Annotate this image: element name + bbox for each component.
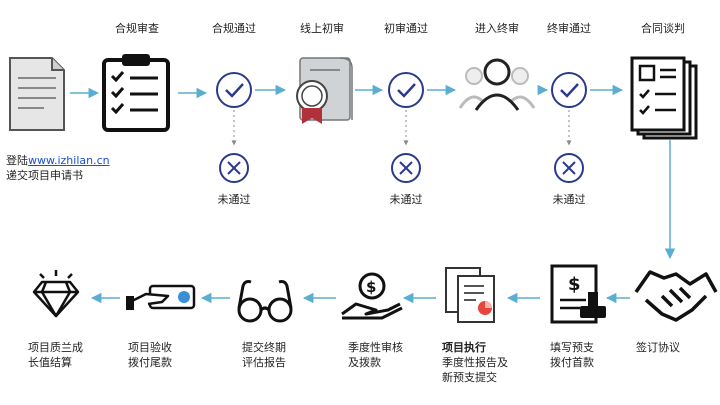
start-prefix: 登陆 bbox=[6, 154, 28, 167]
check-circle-icon bbox=[551, 72, 587, 108]
advance-line2: 拨付首款 bbox=[550, 356, 594, 369]
step-label-project-execution: 项目执行 季度性报告及 新预支提交 bbox=[442, 340, 508, 385]
report-documents-icon bbox=[445, 267, 495, 323]
quarterly-line1: 季度性审核 bbox=[348, 341, 403, 354]
handshake-icon bbox=[634, 270, 718, 322]
contract-document-icon bbox=[630, 56, 698, 140]
hand-coin-icon: $ bbox=[341, 272, 403, 320]
step-label-final-report: 提交终期 评估报告 bbox=[242, 340, 286, 370]
final-report-line2: 评估报告 bbox=[242, 356, 286, 369]
people-group-icon bbox=[458, 58, 536, 111]
reject-x-icon bbox=[219, 153, 249, 183]
step-label-compliance-review: 合规审查 bbox=[115, 22, 159, 35]
step-label-online-initial-review: 线上初审 bbox=[300, 22, 344, 35]
payment-hand-icon bbox=[126, 284, 196, 310]
settlement-line2: 长值结算 bbox=[28, 356, 72, 369]
website-link[interactable]: www.izhilan.cn bbox=[28, 154, 110, 167]
step-label-initial-review-passed: 初审通过 bbox=[384, 22, 428, 35]
acceptance-line1: 项目验收 bbox=[128, 341, 172, 354]
rejection-connector bbox=[231, 110, 572, 146]
glasses-icon bbox=[237, 280, 293, 323]
check-circle-icon bbox=[388, 72, 424, 108]
svg-text:$: $ bbox=[568, 274, 581, 295]
check-circle-icon bbox=[216, 72, 252, 108]
step-label-sign-agreement: 签订协议 bbox=[636, 340, 680, 355]
not-passed-label: 未通过 bbox=[552, 193, 586, 206]
diamond-icon bbox=[32, 270, 80, 318]
step-label-final-review: 进入终审 bbox=[475, 22, 519, 35]
advance-line1: 填写预支 bbox=[550, 341, 594, 354]
flow-arrow bbox=[70, 84, 676, 260]
reject-x-icon bbox=[554, 153, 584, 183]
step-label-compliance-passed: 合规通过 bbox=[212, 22, 256, 35]
step-label-advance-payment: 填写预支 拨付首款 bbox=[550, 340, 594, 370]
execution-line2: 新预支提交 bbox=[442, 371, 497, 384]
invoice-stamp-icon: $ bbox=[550, 264, 606, 324]
svg-text:$: $ bbox=[366, 278, 376, 296]
not-passed-label: 未通过 bbox=[217, 193, 251, 206]
execution-title: 项目执行 bbox=[442, 341, 486, 354]
step-label-project-acceptance: 项目验收 拨付尾款 bbox=[128, 340, 172, 370]
start-line2: 递交项目申请书 bbox=[6, 169, 83, 182]
execution-line1: 季度性报告及 bbox=[442, 356, 508, 369]
not-passed-label: 未通过 bbox=[389, 193, 423, 206]
step-label-final-review-passed: 终审通过 bbox=[547, 22, 591, 35]
reject-x-icon bbox=[391, 153, 421, 183]
start-instruction: 登陆www.izhilan.cn 递交项目申请书 bbox=[6, 153, 110, 183]
step-label-settlement: 项目质兰成 长值结算 bbox=[28, 340, 83, 370]
acceptance-line2: 拨付尾款 bbox=[128, 356, 172, 369]
clipboard-checklist-icon bbox=[102, 54, 170, 132]
certificate-icon bbox=[296, 57, 353, 124]
document-icon bbox=[9, 57, 65, 131]
quarterly-line2: 及拨款 bbox=[348, 356, 381, 369]
step-label-quarterly-review: 季度性审核 及拨款 bbox=[348, 340, 403, 370]
step-label-contract-negotiation: 合同谈判 bbox=[641, 22, 685, 35]
settlement-line1: 项目质兰成 bbox=[28, 341, 83, 354]
final-report-line1: 提交终期 bbox=[242, 341, 286, 354]
sign-agreement-text: 签订协议 bbox=[636, 341, 680, 354]
